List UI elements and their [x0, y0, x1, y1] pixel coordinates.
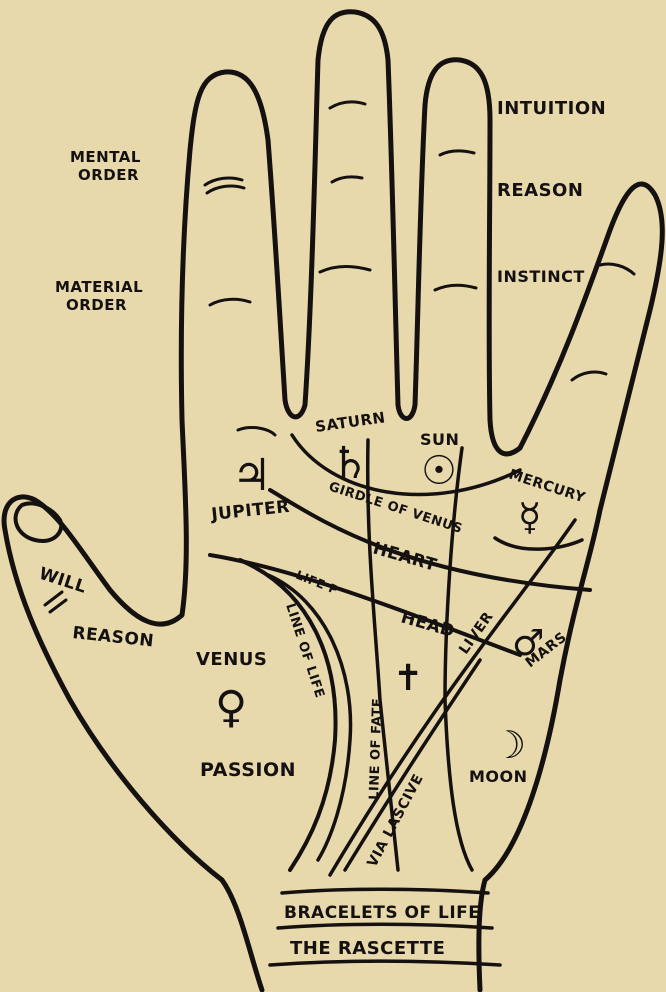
label-saturn: SATURN [314, 408, 387, 436]
bracelet-line [268, 959, 502, 967]
label-heart: HEART [371, 539, 439, 576]
mars-symbol-icon: ♂ [512, 623, 544, 664]
moon-symbol-icon: ☽ [492, 723, 526, 767]
label-sun: SUN [420, 430, 459, 449]
bracelet-line [280, 887, 490, 895]
bracelet-line [276, 922, 494, 930]
fate-line [365, 438, 400, 872]
venus-mount-line [236, 426, 277, 437]
thumb-nail [13, 501, 64, 543]
label-moon: MOON [469, 767, 528, 786]
label-life-p: LIFE P [294, 568, 340, 598]
mercury-symbol-icon: ☿ [518, 495, 541, 539]
label-reason-thumb: REASON [71, 623, 154, 651]
label-instinct: INSTINCT [497, 267, 585, 286]
label-material-order-2: ORDER [66, 296, 127, 314]
finger-crease [330, 175, 364, 184]
label-mental-order: MENTAL [70, 148, 141, 166]
thumb-joint-mark [48, 598, 68, 614]
finger-crease [570, 370, 608, 382]
cross-symbol-icon: ✝ [393, 658, 423, 699]
finger-crease [433, 283, 478, 292]
finger-crease [438, 149, 476, 157]
label-line-of-life: LINE OF LIFE [282, 602, 327, 701]
label-passion: PASSION [200, 759, 296, 781]
sun-line [443, 446, 474, 872]
venus-symbol-icon: ♀ [215, 682, 247, 733]
thumb-joint-mark [43, 590, 64, 607]
label-reason-finger: REASON [497, 180, 583, 201]
girdle-of-venus-line [290, 433, 522, 497]
label-the-rascette: THE RASCETTE [290, 938, 445, 959]
saturn-symbol-icon: ♄ [330, 438, 369, 489]
finger-crease [203, 176, 244, 187]
life-line [238, 558, 338, 872]
finger-crease [208, 297, 252, 307]
hand-outline [1, 9, 665, 992]
finger-crease [318, 265, 372, 274]
label-mental-order-2: ORDER [78, 166, 139, 184]
jupiter-symbol-icon: ♃ [232, 450, 271, 501]
life-line-inner [266, 573, 353, 862]
finger-crease [598, 262, 636, 276]
label-bracelets-of-life: BRACELETS OF LIFE [284, 903, 480, 923]
sun-symbol-icon: ☉ [421, 448, 457, 494]
label-intuition: INTUITION [497, 98, 606, 119]
finger-crease [205, 184, 246, 195]
liver-line [328, 518, 577, 877]
via-lasciva-line [343, 658, 482, 872]
heart-line [268, 488, 592, 592]
finger-crease [328, 100, 367, 110]
label-line-of-fate: LINE OF FATE [367, 698, 386, 801]
label-jupiter: JUPITER [209, 497, 290, 525]
label-material-order: MATERIAL [55, 278, 143, 296]
label-venus: VENUS [196, 649, 267, 670]
mercury-arc [493, 536, 584, 551]
